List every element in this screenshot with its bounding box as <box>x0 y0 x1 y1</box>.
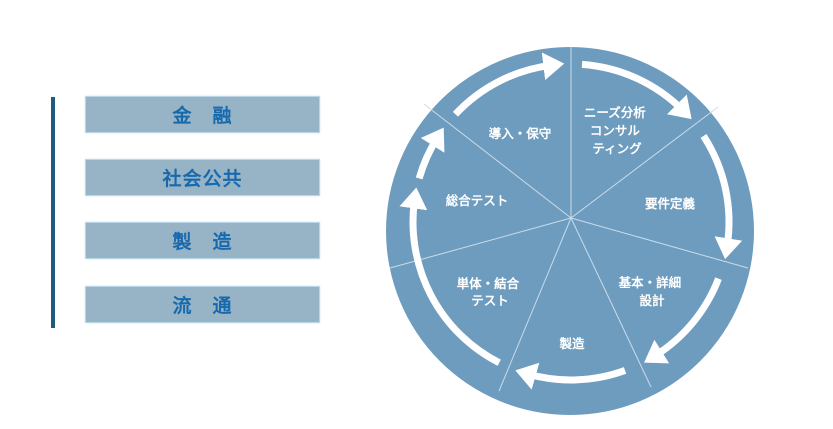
cycle-arrow-icon <box>700 134 743 260</box>
cycle-arrow-icon <box>452 52 565 117</box>
stage-label: 導入・保守 <box>489 126 552 141</box>
stage-label: 単体・結合 テスト <box>457 276 524 308</box>
stage-label: 製造 <box>558 336 585 351</box>
cycle-arrow-icon <box>644 277 722 364</box>
cycle-arrow-icon <box>415 127 445 180</box>
cycle-arrow-icon <box>581 60 692 120</box>
industry-public: 社会公共 <box>85 159 320 196</box>
cycle-arrow-icon <box>399 187 501 366</box>
cycle-circle <box>386 47 754 415</box>
industry-manufacturing: 製 造 <box>85 222 320 259</box>
industry-finance: 金 融 <box>85 96 320 133</box>
stage-label: 要件定義 <box>645 196 696 211</box>
cycle-arrow-icon <box>515 362 627 390</box>
stage-label: 基本・詳細 設計 <box>618 275 686 308</box>
stage-label: ニーズ分析 コンサル ティング <box>584 105 650 156</box>
cycle-arrows <box>399 52 743 390</box>
industry-distribution: 流 通 <box>85 286 320 323</box>
stage-label: 総合テスト <box>446 193 509 208</box>
vertical-divider-bar <box>51 97 55 328</box>
